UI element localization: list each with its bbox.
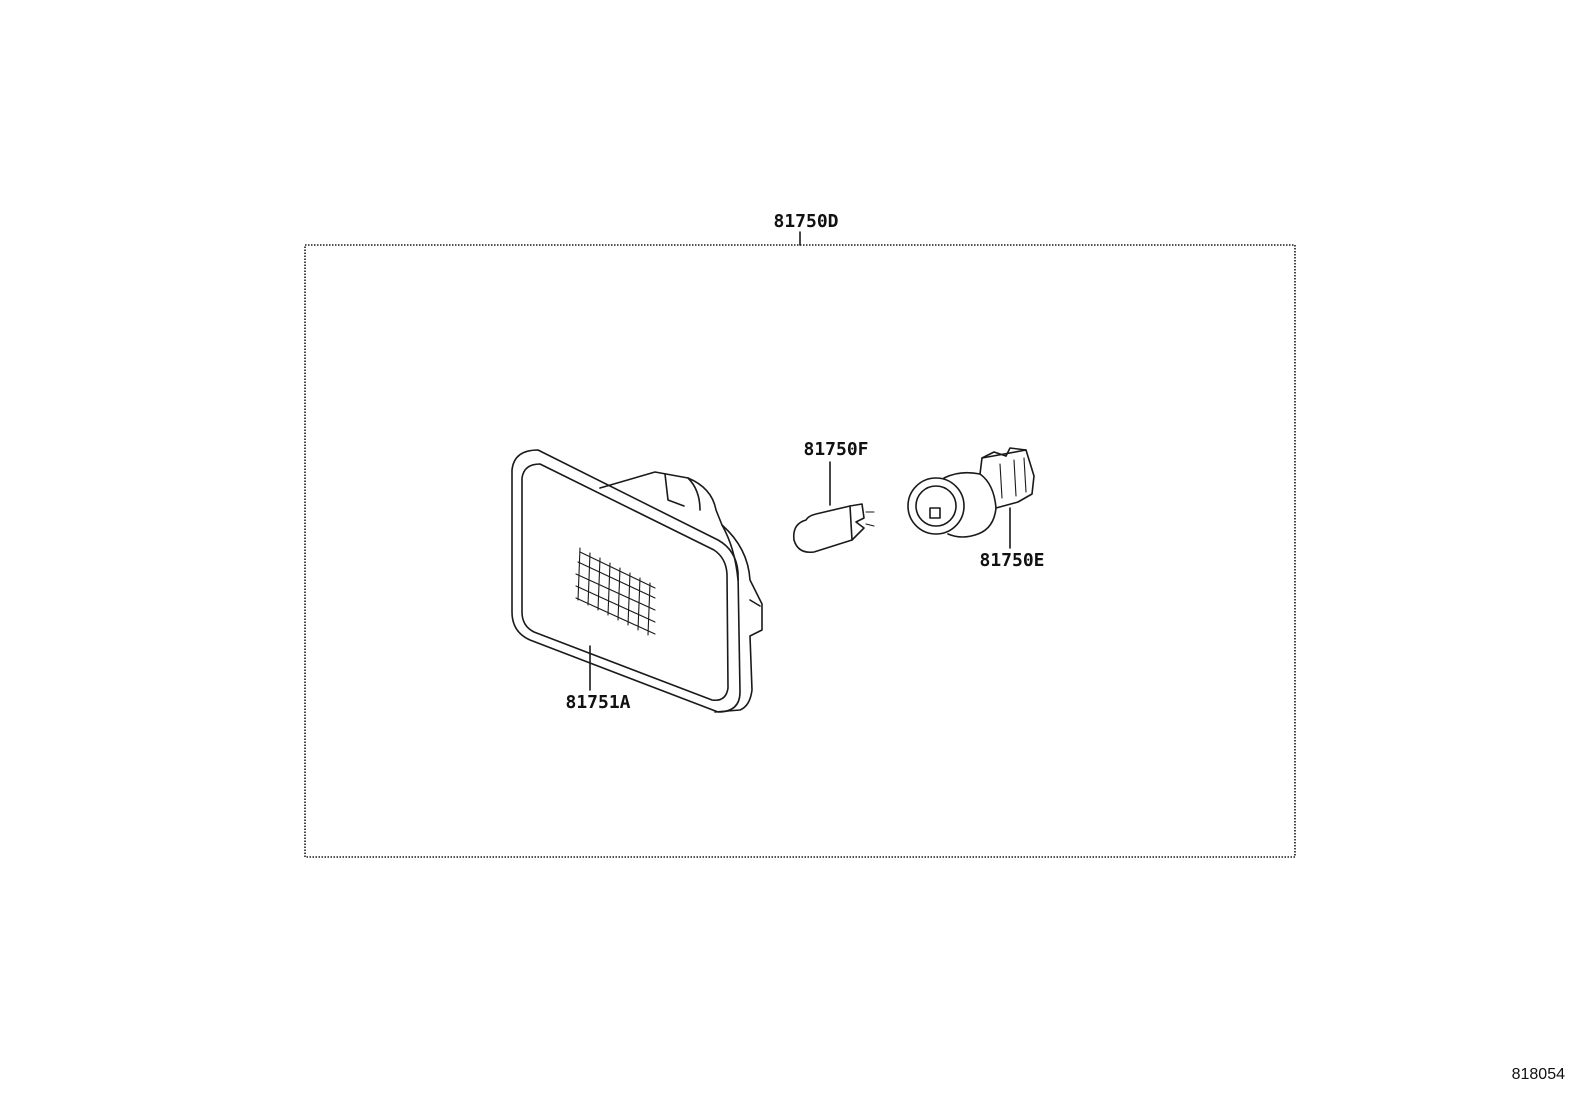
lens-housing[interactable] [511,449,763,713]
socket[interactable] [907,447,1035,538]
bulb[interactable] [792,503,875,554]
label-bulb[interactable]: 81750F [803,439,868,460]
label-assembly[interactable]: 81750D [773,211,838,232]
figure-number: 818054 [1512,1066,1565,1083]
label-socket[interactable]: 81750E [979,550,1044,571]
assembly-frame [304,244,1296,858]
label-lens[interactable]: 81751A [565,692,630,713]
